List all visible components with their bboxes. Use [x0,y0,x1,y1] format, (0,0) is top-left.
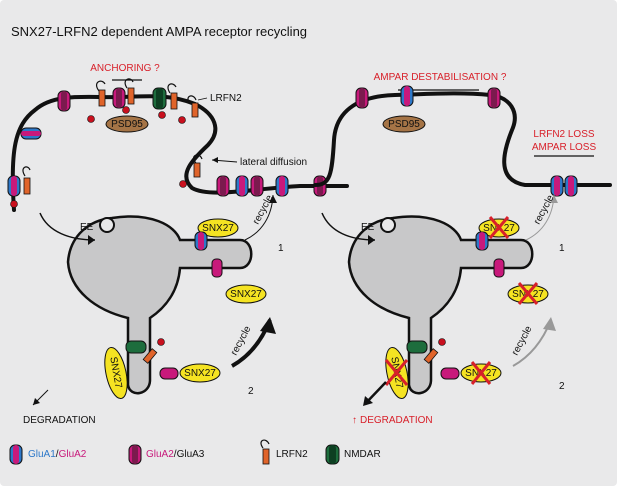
right-route-1: 1 [559,243,565,254]
lrfn2-protein [158,83,178,119]
svg-text:SNX27: SNX27 [202,223,234,234]
legend-glua2-a: GluA2 [59,449,87,460]
svg-text:recycle: recycle [532,193,557,227]
glua2-glua3-receptor [355,87,369,109]
legend-glua2-glua3-swatch [128,444,142,465]
right-psd95-scaffold [382,115,426,133]
glua1-glua2-receptor [475,231,489,251]
legend-glua1: GluA1 [28,449,56,460]
up-arrow-icon: ↑ [352,415,357,426]
left-early-endosome [66,215,253,395]
legend-nmdar-swatch [325,444,340,465]
snx27-loss-cross-icon [384,359,409,386]
lrfn2-protein [122,78,135,114]
glua1-glua2-receptor [7,175,21,197]
left-psd95-scaffold [105,115,149,133]
glua2-glua3-receptor [159,367,179,380]
lrfn2-loss-label: LRFN2 LOSS [533,129,594,140]
lrfn2-protein [87,80,106,123]
left-plasma-membrane [10,94,349,212]
left-route-1: 1 [278,243,284,254]
figure-title: SNX27-LRFN2 dependent AMPA receptor recy… [11,24,307,39]
svg-text:SNX27: SNX27 [107,356,123,390]
snx27-loss-cross-icon [470,361,492,385]
svg-text:GluA2/GluA3: GluA2/GluA3 [146,449,205,460]
glua2-glua3-receptor [112,87,126,109]
lrfn2-protein [423,338,446,364]
right-ee-label: EE [361,222,375,233]
glua2-glua3-receptor [250,175,264,197]
legend-lrfn2-swatch [260,439,270,465]
lrfn2-protein [142,338,165,364]
right-degradation-label: DEGRADATION [360,415,433,426]
glua1-glua2-receptor [564,175,578,197]
right-route-2: 2 [559,381,565,392]
snx27-loss-cross-icon [488,216,510,239]
glua2-glua3-receptor [440,367,460,380]
left-ee-label: EE [80,222,94,233]
glua1-glua2-receptor [235,175,249,197]
glua1-glua2-receptor [20,127,42,140]
glua1-glua2-receptor [400,85,414,107]
lateral-diffusion-label: lateral diffusion [240,157,307,168]
legend-glua2-b: GluA2 [146,449,174,460]
anchoring-label: ANCHORING ? [90,63,160,74]
legend-lrfn2: LRFN2 [276,449,308,460]
left-degradation-label: DEGRADATION [23,415,96,426]
svg-text:SNX27: SNX27 [184,368,216,379]
nmdar-receptor [125,340,147,354]
left-snx27-bottom [179,363,221,383]
svg-text:recycle: recycle [251,193,276,227]
right-early-endosome [347,215,534,395]
svg-text:SNX27: SNX27 [230,289,262,300]
lrfn2-protein [179,154,203,188]
left-snx27-mid [225,284,267,304]
right-plasma-membrane [313,91,612,187]
legend-nmdar: NMDAR [344,449,381,460]
left-route-2: 2 [248,386,254,397]
svg-text:GluA1/GluA2: GluA1/GluA2 [28,449,87,460]
left-snx27-top [197,218,239,238]
legend-glua1-glua2-swatch [9,444,23,465]
left-psd95-label: PSD95 [111,119,143,130]
legend-glua3: GluA3 [177,449,205,460]
left-snx27-vertical [104,346,128,400]
glua2-glua3-receptor [216,175,230,197]
ampar-destabilisation-label: AMPAR DESTABILISATION ? [374,72,507,83]
lrfn2-protein [178,95,199,124]
lrfn2-protein [10,166,31,208]
lrfn2-label: LRFN2 [210,93,242,104]
legend: GluA1/GluA2 GluA2/GluA3 LRFN2 NMDAR [9,439,381,465]
ampar-loss-label: AMPAR LOSS [532,142,597,153]
glua2-glua3-receptor [487,87,501,109]
glua2-glua3-receptor [211,258,223,278]
svg-text:PSD95: PSD95 [388,119,420,130]
glua1-glua2-receptor [550,175,564,197]
glua2-glua3-receptor [57,90,71,112]
glua1-glua2-receptor [275,175,289,197]
snx27-loss-cross-icon [517,282,539,305]
glua2-glua3-receptor [493,258,505,278]
nmdar-receptor [152,87,167,110]
glua1-glua2-receptor [194,231,208,251]
nmdar-receptor [406,340,428,354]
